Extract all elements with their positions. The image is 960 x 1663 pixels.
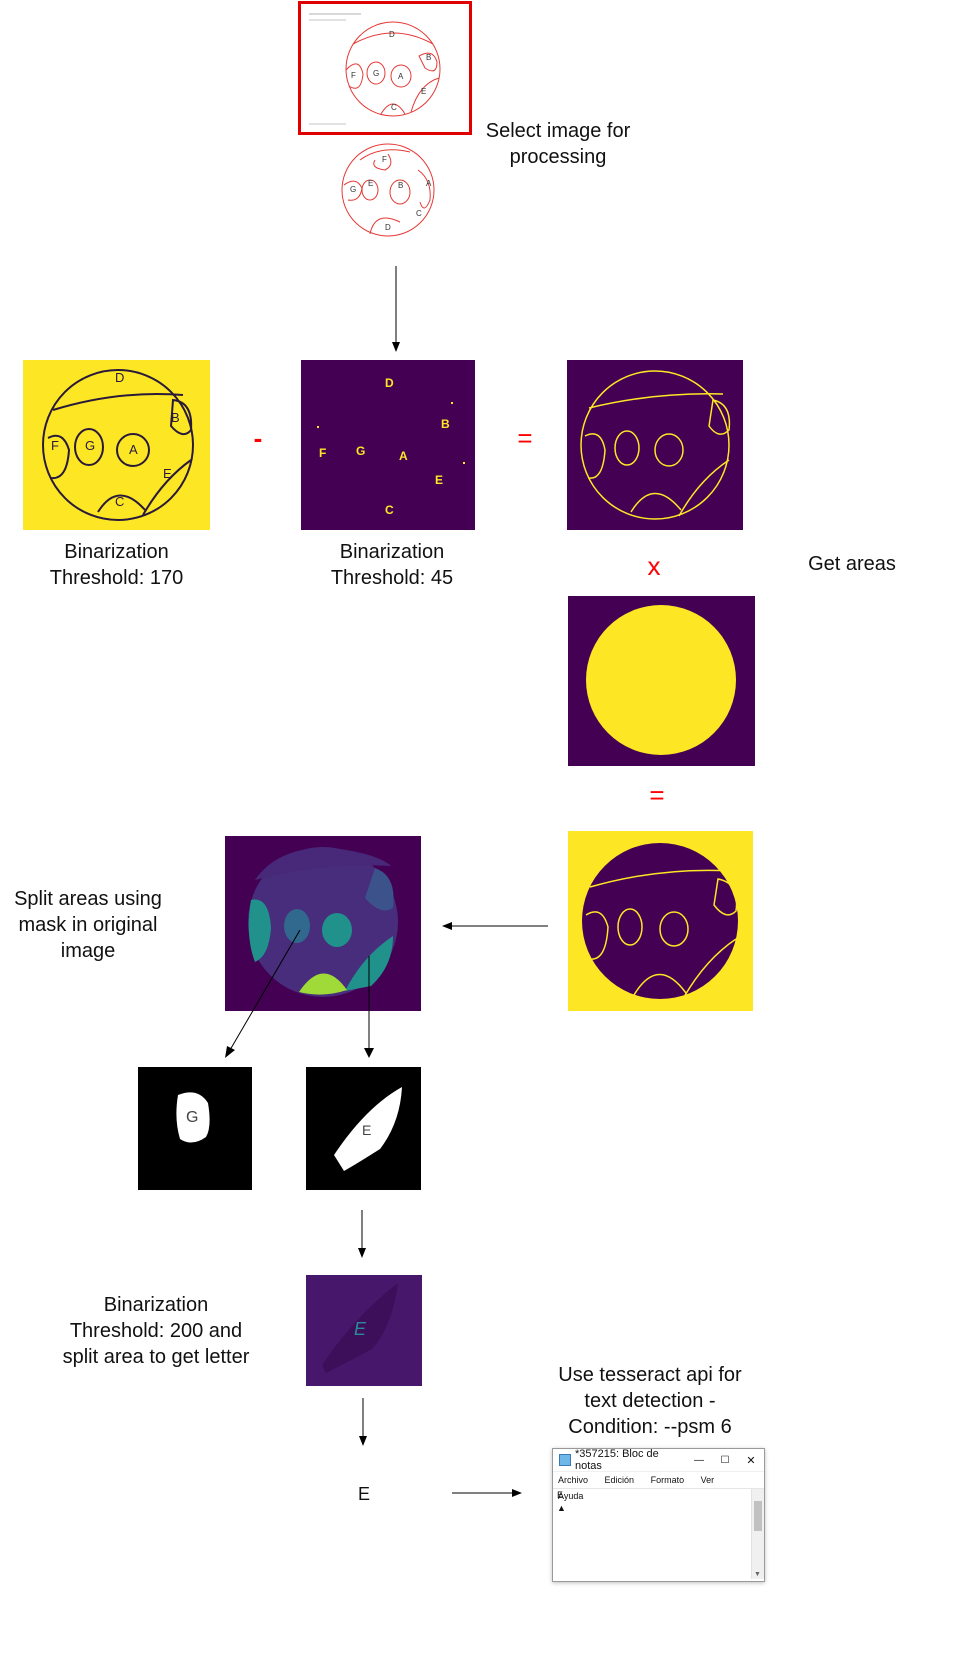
circle-mask-image	[568, 596, 755, 766]
bin170-letter-g: G	[85, 438, 95, 453]
bin170-letter-c: C	[115, 494, 124, 509]
minus-operator: -	[253, 423, 263, 453]
sample-image-1: D B F G A E C	[309, 13, 441, 125]
bin170-letter-d: D	[115, 370, 124, 385]
arrow-down-3	[359, 1398, 367, 1446]
binarized-e-image: E	[306, 1275, 422, 1386]
crop-g-letter: G	[186, 1109, 198, 1126]
result-letter: E	[358, 1484, 371, 1504]
arrow-left-1	[442, 922, 548, 930]
bin170-label: Binarization Threshold: 170	[23, 539, 210, 591]
tesseract-label: Use tesseract api for text detection - C…	[530, 1362, 770, 1440]
bin45-letter-f: F	[319, 446, 326, 460]
sample2-letter-c: C	[416, 209, 422, 218]
sample1-letter-f: F	[351, 71, 356, 80]
tess-label-line3: Condition: --psm 6	[568, 1416, 732, 1438]
get-areas-label: Get areas	[808, 553, 896, 575]
bin45-letter-c: C	[385, 503, 394, 517]
binarization-45-image: D B F G A E C	[301, 360, 475, 530]
menu-edicion[interactable]: Edición	[604, 1475, 635, 1485]
sample1-letter-g: G	[373, 69, 379, 78]
sample1-letter-d: D	[389, 30, 395, 39]
arrow-right-1	[452, 1489, 522, 1497]
sample2-letter-f: F	[382, 155, 387, 164]
menu-ver[interactable]: Ver	[700, 1475, 715, 1485]
notepad-app-icon	[559, 1454, 571, 1466]
notepad-titlebar: *357215: Bloc de notas — ☐ ✕	[553, 1448, 764, 1472]
split-label-line2: mask in original	[18, 914, 158, 936]
bin200-label-line2: Threshold: 200 and	[69, 1320, 243, 1342]
sample2-letter-d: D	[385, 223, 391, 232]
crop-e-letter: E	[362, 1122, 371, 1138]
sample1-letter-e: E	[421, 87, 426, 96]
bin45-letter-g: G	[356, 444, 365, 458]
split-label-line3: image	[60, 940, 116, 962]
masked-result-image	[568, 831, 753, 1011]
times-operator: x	[647, 551, 661, 581]
menu-ayuda[interactable]: Ayuda	[558, 1491, 584, 1501]
bin200-label: Binarization Threshold: 200 and split ar…	[40, 1292, 272, 1370]
notepad-window[interactable]: *357215: Bloc de notas — ☐ ✕ Archivo Edi…	[552, 1448, 765, 1582]
bin45-letter-d: D	[385, 376, 394, 390]
bin170-letter-b: B	[171, 410, 180, 425]
bin200-label-line3: split area to get letter	[62, 1346, 250, 1368]
sample1-letter-c: C	[391, 103, 397, 112]
sample1-letter-a: A	[398, 72, 404, 81]
split-areas-image	[225, 836, 421, 1011]
equals-operator-2: =	[649, 780, 665, 810]
arrow-down-1	[392, 266, 400, 352]
notepad-title: *357215: Bloc de notas	[575, 1448, 659, 1472]
crop-g-image: G	[138, 1067, 252, 1190]
equals-operator-1: =	[517, 423, 533, 453]
notepad-text-area[interactable]: E ▲ ▼	[553, 1489, 764, 1579]
tess-label-line2: text detection -	[584, 1390, 716, 1412]
binarization-170-image: D B F G A E C	[23, 360, 210, 530]
sample2-letter-a: A	[426, 179, 432, 188]
notepad-content: E	[557, 1491, 564, 1502]
sample-image-2[interactable]: F B G E A C D	[340, 140, 440, 240]
sample1-letter-b: B	[426, 53, 431, 62]
difference-image	[567, 360, 743, 530]
menu-formato[interactable]: Formato	[650, 1475, 685, 1485]
bin170-letter-f: F	[51, 438, 59, 453]
arrows-to-crops	[225, 930, 374, 1058]
bin170-letter-e: E	[163, 466, 172, 481]
bin45-label-line1: Binarization	[339, 541, 445, 563]
sample2-letter-e: E	[368, 179, 373, 188]
selected-image-frame[interactable]: D B F G A E C	[298, 1, 472, 135]
cursor-icon: ▲	[557, 1503, 566, 1513]
crop-e-image: E	[306, 1067, 421, 1190]
tess-label-line1: Use tesseract api for	[558, 1364, 742, 1386]
maximize-button[interactable]: ☐	[720, 1454, 730, 1466]
notepad-scrollbar[interactable]: ▼	[751, 1489, 764, 1579]
bin200-label-line1: Binarization	[103, 1294, 209, 1316]
binarized-e-letter: E	[354, 1319, 367, 1339]
bin170-label-line1: Binarization	[64, 541, 169, 563]
scroll-down-icon[interactable]: ▼	[754, 1571, 761, 1578]
bin45-letter-e: E	[435, 473, 443, 487]
bin45-letter-b: B	[441, 417, 450, 431]
bin45-label: Binarization Threshold: 45	[301, 539, 483, 591]
select-image-label: Select image for processing	[485, 120, 631, 168]
bin45-letter-a: A	[399, 449, 408, 463]
close-button[interactable]: ✕	[746, 1454, 756, 1467]
split-areas-label: Split areas using mask in original image	[0, 886, 176, 964]
sample2-letter-b: B	[398, 181, 403, 190]
sample2-letter-g: G	[350, 185, 356, 194]
bin170-label-line2: Threshold: 170	[49, 567, 184, 589]
split-label-line1: Split areas using	[14, 888, 162, 910]
arrow-down-2	[358, 1210, 366, 1258]
menu-archivo[interactable]: Archivo	[558, 1475, 589, 1485]
minimize-button[interactable]: —	[694, 1454, 704, 1466]
scrollbar-thumb[interactable]	[754, 1501, 762, 1531]
bin45-label-line2: Threshold: 45	[330, 567, 454, 589]
notepad-menubar: Archivo Edición Formato Ver Ayuda	[553, 1472, 764, 1501]
bin170-letter-a: A	[129, 442, 138, 457]
